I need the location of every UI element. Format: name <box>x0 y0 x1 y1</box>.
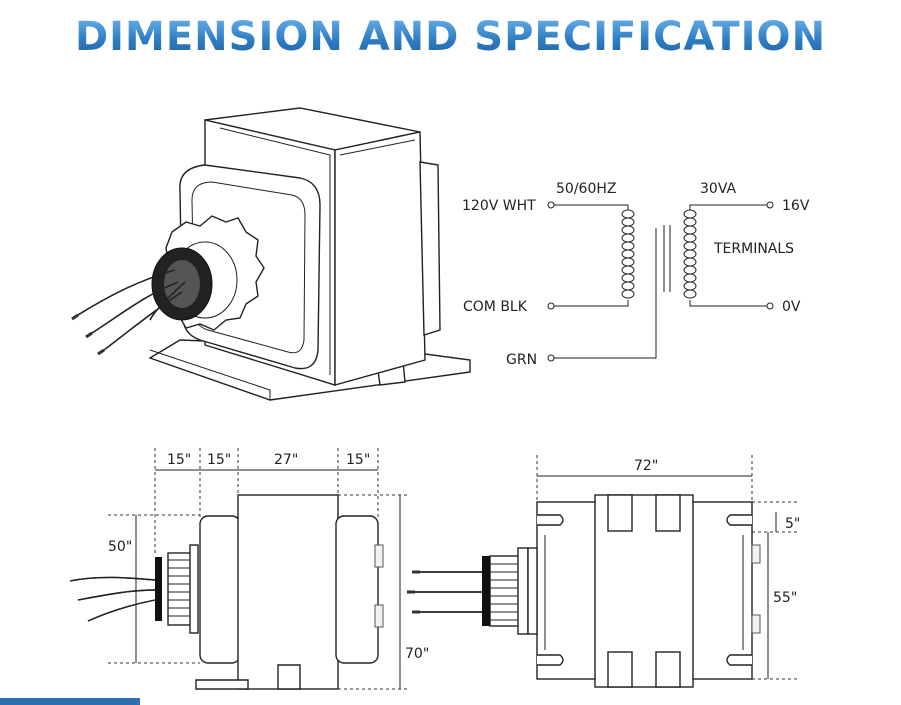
accent-bar <box>0 698 140 705</box>
label-terminals: TERMINALS <box>713 241 794 257</box>
wiring-schematic: 120V WHT 50/60HZ 30VA 16V TERMINALS COM … <box>462 181 810 368</box>
label-16v: 16V <box>782 198 810 214</box>
dim-side-50: 50" <box>108 539 132 555</box>
label-0v: 0V <box>782 299 801 315</box>
page-title: DIMENSION AND SPECIFICATION <box>0 14 901 60</box>
label-grn: GRN <box>506 352 537 368</box>
dim-front-5: 5" <box>785 516 800 532</box>
dim-side-15-b: 15" <box>207 452 231 468</box>
dim-front-55: 55" <box>773 590 797 606</box>
label-primary-120v: 120V WHT <box>462 198 536 214</box>
primary-coil <box>621 209 635 299</box>
label-frequency: 50/60HZ <box>556 181 616 197</box>
dim-side-15-c: 15" <box>346 452 370 468</box>
dim-front-72: 72" <box>634 458 658 474</box>
transformer-illustration <box>71 107 471 401</box>
label-com-blk: COM BLK <box>463 299 528 315</box>
secondary-coil <box>683 209 697 299</box>
front-view-drawing: 72" 5" 55" <box>407 455 800 688</box>
dim-side-27: 27" <box>274 452 298 468</box>
label-power: 30VA <box>700 181 736 197</box>
dim-side-70: 70" <box>405 646 429 662</box>
side-view-drawing: 15" 15" 27" 15" 50" 70" <box>69 448 429 690</box>
dim-side-15-a: 15" <box>167 452 191 468</box>
